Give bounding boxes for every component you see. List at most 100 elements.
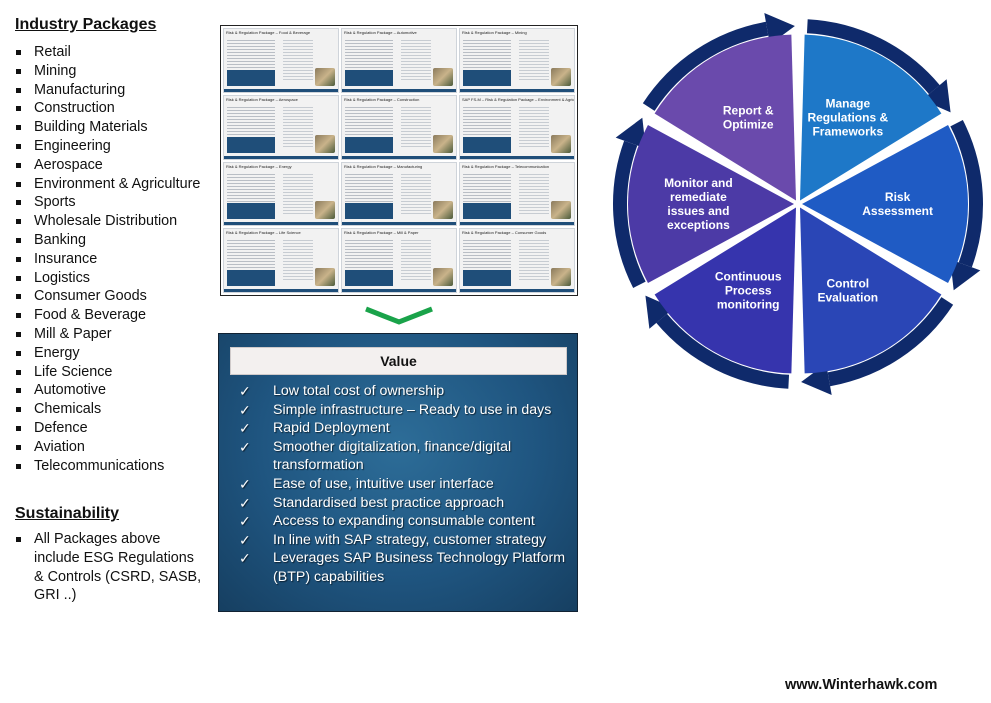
checkmark-icon: ✓ — [239, 531, 251, 548]
thumbnail-banner — [345, 270, 393, 286]
industry-list-item: Aviation — [15, 438, 205, 457]
package-thumbnail: SAP FS-M – Risk & Regulation Package – E… — [459, 94, 575, 160]
thumbnail-image — [551, 134, 571, 153]
industry-list-item: Defence — [15, 419, 205, 438]
cycle-arrow-head — [645, 295, 674, 329]
cycle-ring-arc — [656, 313, 790, 389]
thumbnail-banner — [463, 69, 511, 86]
value-item-text: Smoother digitalization, finance/digital… — [273, 438, 512, 474]
thumbnail-text-block — [401, 238, 431, 283]
cycle-label-line: Optimize — [723, 118, 774, 132]
thumbnail-banner — [345, 69, 393, 86]
value-item-text: Access to expanding consumable content — [273, 513, 535, 530]
package-thumbnail: Risk & Regulation Package – Mill & Paper — [341, 228, 457, 293]
industry-list-item: Telecommunications — [15, 457, 205, 476]
checkmark-icon: ✓ — [239, 475, 251, 492]
industry-list-item: Wholesale Distribution — [15, 212, 205, 231]
thumbnail-banner — [345, 136, 393, 153]
industry-list-item: Automotive — [15, 381, 205, 400]
value-item-text: Standardised best practice approach — [273, 494, 505, 511]
industry-list-item: Life Science — [15, 363, 205, 382]
thumbnail-image — [433, 201, 453, 220]
thumbnail-text-block — [519, 171, 549, 216]
industry-list-item: Retail — [15, 43, 205, 62]
thumbnail-banner — [227, 270, 275, 286]
thumbnail-title: Risk & Regulation Package – Energy — [226, 163, 292, 169]
cycle-label-line: Continuous — [715, 269, 782, 283]
thumbnail-footer — [460, 155, 574, 159]
thumbnail-image — [551, 67, 571, 86]
thumbnail-title: Risk & Regulation Package – Construction — [344, 96, 420, 102]
cycle-ring-arc — [827, 297, 954, 387]
industry-list-item: Building Materials — [15, 118, 205, 137]
thumbnail-banner — [463, 136, 511, 153]
value-item: ✓ Access to expanding consumable content — [239, 512, 574, 531]
value-heading: Value — [230, 347, 567, 375]
industry-list-item: Sports — [15, 193, 205, 212]
value-panel: Value ✓Low total cost of ownership✓Simpl… — [218, 333, 578, 612]
value-list: ✓Low total cost of ownership✓Simple infr… — [239, 382, 574, 587]
cycle-label-line: Assessment — [862, 204, 933, 218]
checkmark-icon: ✓ — [239, 513, 251, 530]
thumbnail-footer — [460, 289, 574, 292]
thumbnail-image — [551, 201, 571, 220]
thumbnail-text-block — [519, 104, 549, 149]
package-thumbnail: Risk & Regulation Package – Aerospace — [223, 94, 339, 160]
value-item: ✓ Ease of use, intuitive user interface — [239, 475, 574, 494]
value-item-text: Rapid Deployment — [273, 420, 390, 437]
checkmark-icon: ✓ — [239, 420, 251, 437]
thumbnail-text-block — [401, 104, 431, 149]
thumbnail-banner — [345, 203, 393, 220]
thumbnail-title: Risk & Regulation Package – Food & Bever… — [226, 30, 311, 35]
thumbnail-footer — [342, 222, 456, 226]
industry-list-item: Mill & Paper — [15, 325, 205, 344]
cycle-arrow-head — [615, 117, 646, 149]
industry-list-item: Construction — [15, 99, 205, 118]
thumbnail-footer — [224, 289, 338, 292]
value-item: ✓Low total cost of ownership — [239, 382, 574, 401]
checkmark-icon: ✓ — [239, 494, 251, 511]
chevron-down-icon — [365, 306, 433, 325]
package-thumbnail: Risk & Regulation Package – Food & Bever… — [223, 28, 339, 93]
cycle-label-line: exceptions — [667, 218, 730, 232]
value-item: ✓In line with SAP strategy, customer str… — [239, 531, 574, 550]
package-thumbnail: Risk & Regulation Package – Manufacturin… — [341, 161, 457, 227]
package-thumbnail: Risk & Regulation Package – Energy — [223, 161, 339, 227]
thumbnail-title: Risk & Regulation Package – Automotive — [344, 30, 417, 35]
sustainability-list-item: All Packages above include ESG Regulatio… — [15, 530, 205, 605]
industry-list-item: Aerospace — [15, 156, 205, 175]
thumbnail-banner — [227, 69, 275, 86]
industry-list-item: Chemicals — [15, 400, 205, 419]
cycle-label-line: Monitor and — [664, 176, 733, 190]
package-thumbnail: Risk & Regulation Package – Construction — [341, 94, 457, 160]
industry-list-item: Consumer Goods — [15, 287, 205, 306]
thumbnail-title: Risk & Regulation Package – Aerospace — [226, 96, 298, 102]
cycle-segment — [654, 34, 796, 201]
thumbnail-footer — [460, 222, 574, 226]
value-item-text: Ease of use, intuitive user interface — [273, 475, 494, 492]
thumbnail-footer — [342, 155, 456, 159]
thumbnail-image — [433, 67, 453, 86]
checkmark-icon: ✓ — [239, 550, 251, 567]
thumbnail-banner — [463, 203, 511, 220]
cycle-segment — [802, 125, 968, 283]
cycle-segment — [628, 125, 794, 283]
thumbnail-image — [433, 268, 453, 286]
value-item-text: Low total cost of ownership — [273, 383, 445, 399]
cycle-segment — [800, 207, 942, 374]
thumbnail-image — [551, 268, 571, 286]
industry-list-item: Food & Beverage — [15, 306, 205, 325]
thumbnail-footer — [224, 155, 338, 159]
cycle-ring-arc — [950, 120, 983, 268]
sustainability-heading: Sustainability — [15, 505, 120, 522]
cycle-label-line: Report & — [723, 104, 774, 118]
thumbnail-title: Risk & Regulation Package – Mining — [462, 30, 527, 35]
value-item-text: Leverages SAP Business Technology Platfo… — [273, 550, 566, 585]
cycle-ring-arc — [613, 140, 646, 288]
